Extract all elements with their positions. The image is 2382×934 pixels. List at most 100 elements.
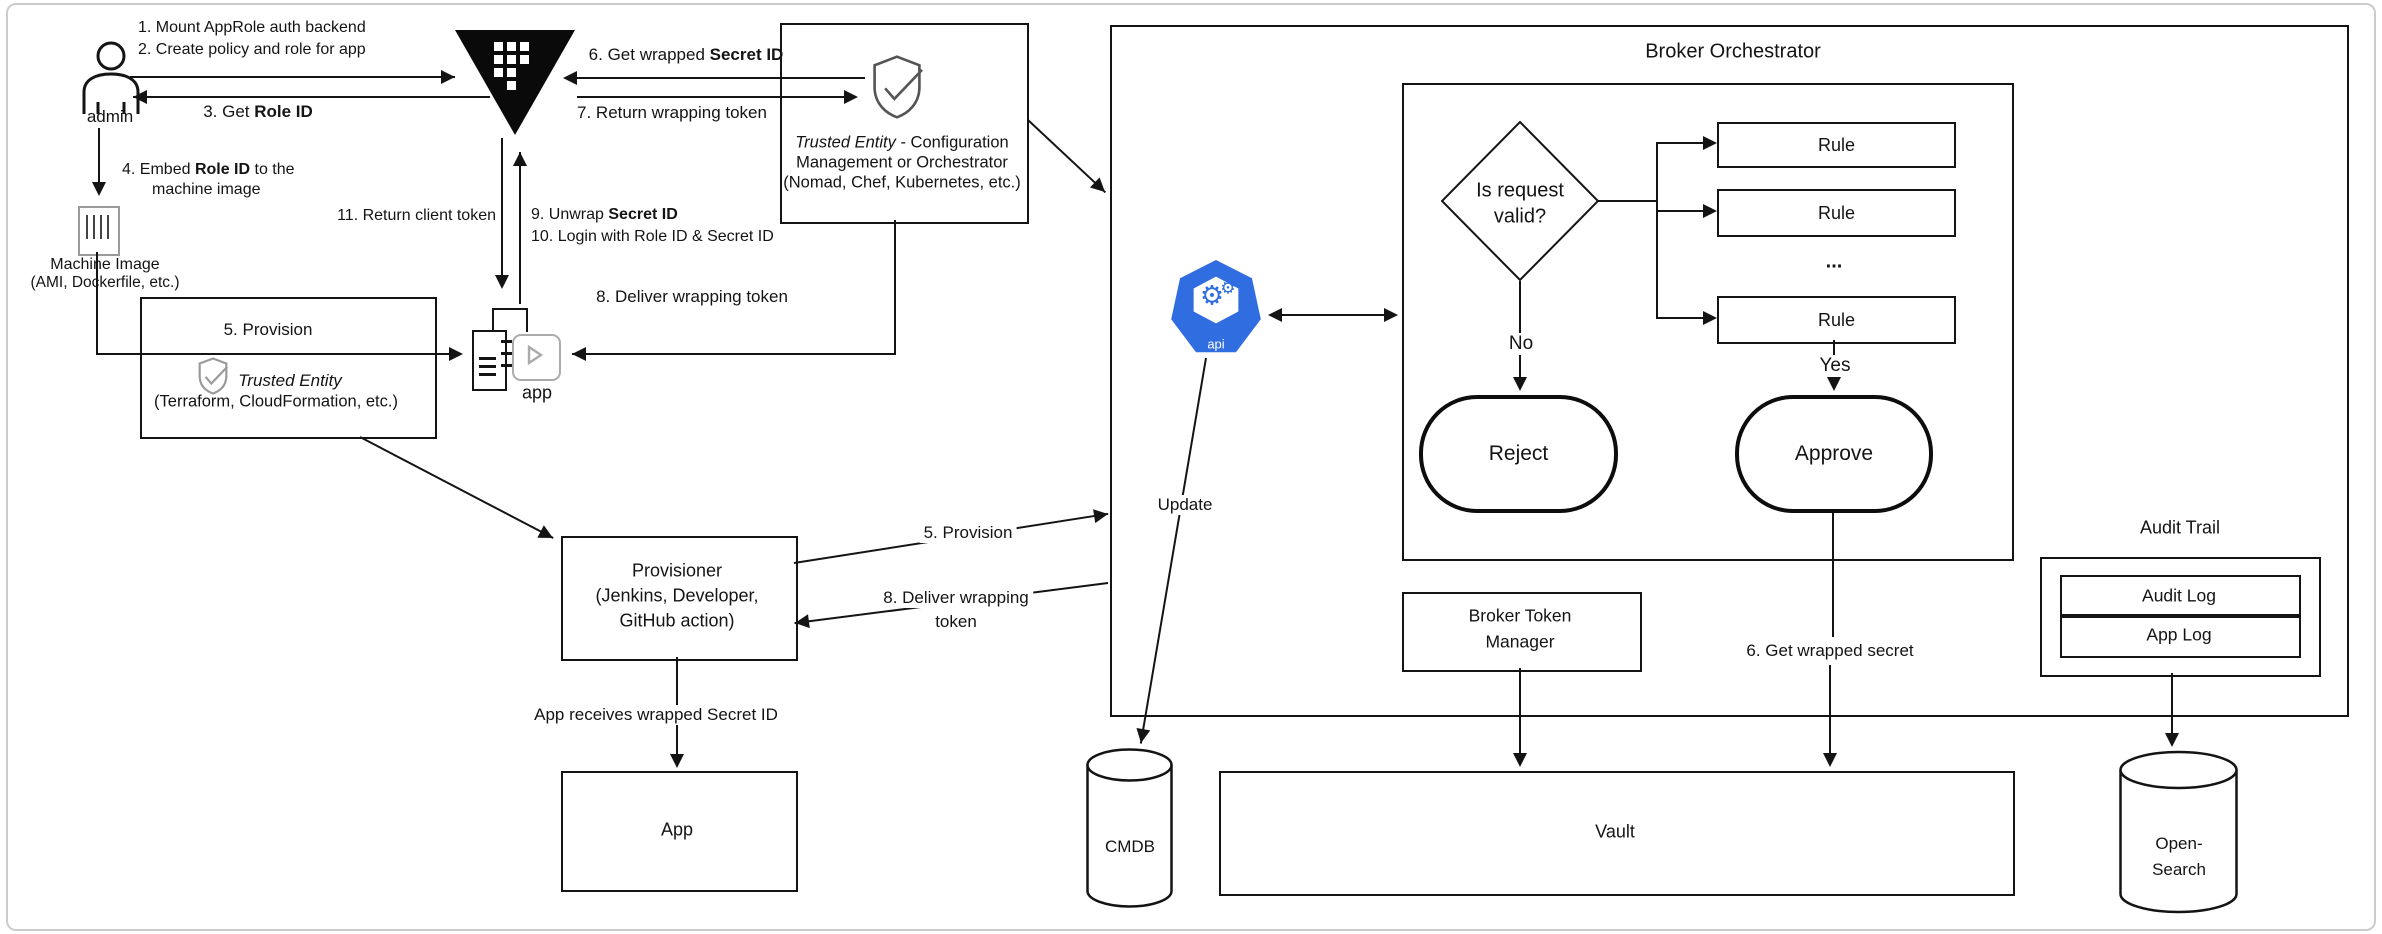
k8s-rules-line	[1274, 314, 1390, 316]
provisioner-line3: GitHub action)	[619, 610, 735, 631]
no-label: No	[1504, 333, 1538, 355]
machine-app-line-v	[96, 252, 98, 355]
provisioner-box	[561, 536, 798, 661]
opensearch-label-1: Open-	[2155, 834, 2203, 853]
btm-label-1: Broker Token	[1468, 605, 1572, 626]
provision-subtitle: (Terraform, CloudFormation, etc.)	[154, 392, 398, 411]
vault-logo-dot	[507, 42, 516, 51]
vault-box	[1219, 771, 2015, 896]
app-connector-tick	[501, 340, 512, 343]
arrow-1-2-line	[130, 76, 455, 78]
broker-orchestrator-box	[1110, 25, 2349, 717]
audit-log-row	[2060, 575, 2301, 618]
app-bracket	[492, 308, 528, 332]
opensearch-database-icon	[2119, 750, 2238, 914]
app-connector-tick	[501, 352, 512, 355]
config-box-line3: (Nomad, Chef, Kubernetes, etc.)	[783, 173, 1021, 192]
step-8-head	[565, 347, 586, 361]
admin-label: admin	[86, 107, 134, 126]
opensearch-label-2: Search	[2152, 860, 2206, 879]
vault-logo-dot	[494, 42, 503, 51]
provision-box-title: 5. Provision	[223, 320, 313, 339]
deliver-8-label-1: 8. Deliver wrapping	[879, 588, 1033, 608]
step-1-label: 1. Mount AppRole auth backend	[138, 19, 366, 36]
step-7-label: 7. Return wrapping token	[577, 103, 767, 122]
k8s-rules-head-right	[1384, 308, 1405, 322]
btm-label-2: Manager	[1485, 631, 1555, 652]
app-play-icon	[512, 334, 561, 381]
app-connector-tick	[501, 364, 512, 367]
machine-image-icon	[78, 206, 120, 256]
rule2-conn	[1656, 210, 1704, 212]
deliver-8-label-2: token	[931, 612, 981, 632]
diamond-conn-h	[1598, 200, 1658, 202]
get-wrapped-label: 6. Get wrapped secret	[1742, 641, 1918, 661]
vault-logo-dot	[494, 55, 503, 64]
gear-icon: ⚙	[1220, 278, 1236, 298]
step-11-label: 11. Return client token	[337, 207, 496, 224]
decision-diamond	[1441, 121, 1599, 281]
rule-box-3: Rule	[1717, 296, 1956, 344]
yes-label: Yes	[1815, 355, 1855, 377]
rule-box-2: Rule	[1717, 189, 1956, 237]
rules-conn-v	[1656, 142, 1658, 319]
deliver-8-head	[787, 614, 810, 631]
rule1-head	[1703, 136, 1724, 150]
vault-app-down-head	[495, 275, 509, 296]
audit-os-line	[2171, 673, 2173, 745]
rule3-head	[1703, 311, 1724, 325]
machine-app-head	[449, 347, 470, 361]
step-9-label: 9. Unwrap Secret ID	[531, 206, 678, 223]
provisioner-line1: Provisioner	[631, 560, 723, 581]
approve-terminal: Approve	[1735, 395, 1933, 513]
provision-trusted-entity-box	[140, 297, 437, 439]
step-3-label: 3. Get Role ID	[203, 102, 313, 121]
vault-logo-dot	[507, 55, 516, 64]
update-label: Update	[1153, 495, 1217, 515]
get-wrapped-line-1	[1832, 513, 1834, 637]
app-log-label: App Log	[2146, 624, 2212, 645]
kubernetes-api-label: api	[1207, 336, 1225, 352]
shield-check-icon-small	[198, 357, 228, 395]
receives-label: App receives wrapped Secret ID	[530, 705, 782, 725]
arrow-7-head	[844, 90, 865, 104]
app-box	[561, 771, 798, 892]
reject-terminal: Reject	[1419, 395, 1618, 513]
config-mgmt-box	[780, 23, 1029, 224]
cmdb-database-icon	[1086, 748, 1173, 908]
step-2-label: 2. Create policy and role for app	[138, 41, 366, 58]
provisioner-line2: (Jenkins, Developer,	[595, 585, 759, 606]
broker-token-manager-box	[1402, 592, 1642, 672]
gear-icon: ⚙	[1199, 280, 1225, 311]
step-4-label: 4. Embed Role ID to the	[122, 161, 295, 178]
arrow-6-head	[556, 71, 577, 85]
step-10-label: 10. Login with Role ID & Secret ID	[531, 228, 774, 245]
vault-logo-dot	[507, 81, 516, 90]
shield-check-icon-large	[873, 55, 923, 119]
arrow-7-line	[577, 96, 844, 98]
cmdb-label: CMDB	[1104, 837, 1156, 856]
provision-5-label: 5. Provision	[919, 523, 1017, 543]
step-8-line-v	[894, 220, 896, 355]
k8s-rules-head-left	[1261, 308, 1282, 322]
step-4-label-2: machine image	[152, 181, 261, 198]
vault-logo-dot	[507, 68, 516, 77]
app-vault-up-line	[519, 152, 521, 304]
rule-box-1: Rule	[1717, 122, 1956, 168]
rules-engine-box	[1402, 83, 2014, 561]
audit-trail-box	[2040, 557, 2321, 677]
get-wrapped-line-2	[1829, 665, 1831, 765]
vault-logo-dot	[520, 55, 529, 64]
step-8-line-h	[572, 353, 896, 355]
machine-app-line-h	[96, 353, 449, 355]
config-box-line2: Management or Orchestrator	[796, 153, 1008, 172]
machine-image-title: Machine Image	[50, 256, 160, 273]
machine-image-subtitle: (AMI, Dockerfile, etc.)	[30, 274, 180, 291]
diamond-label-2: valid?	[1493, 205, 1547, 228]
broker-orchestrator-title: Broker Orchestrator	[1645, 40, 1821, 63]
vault-logo-dot	[494, 68, 503, 77]
step-6-label: 6. Get wrapped Secret ID	[588, 45, 784, 64]
admin-user-icon	[82, 41, 140, 114]
rule2-head	[1703, 204, 1724, 218]
